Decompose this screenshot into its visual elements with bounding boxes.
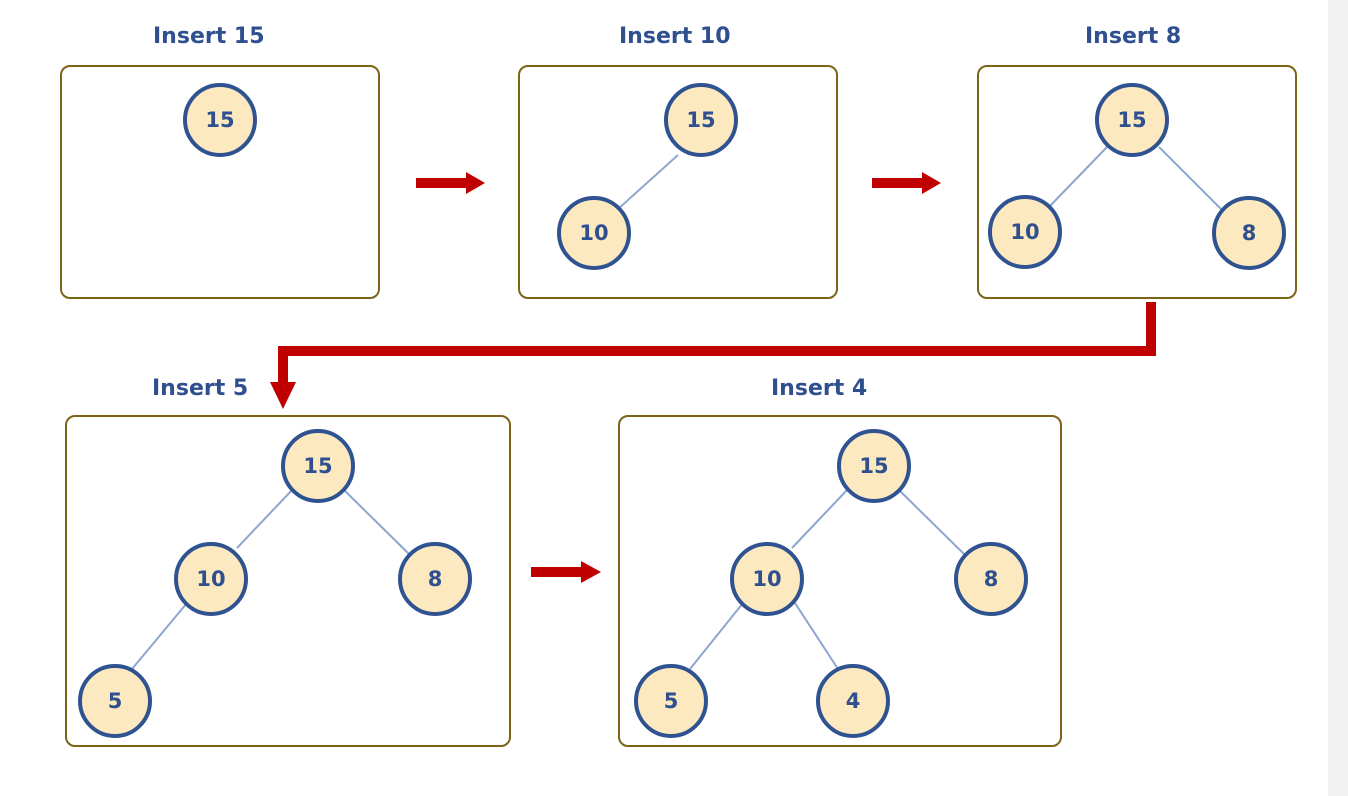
tree-edge — [344, 490, 410, 555]
step-title-insert-8: Insert 8 — [1085, 24, 1182, 49]
svg-text:15: 15 — [686, 108, 715, 132]
tree-node-8: 8 — [1212, 196, 1286, 270]
step-title-insert-4: Insert 4 — [771, 376, 868, 401]
tree-node-15: 15 — [837, 429, 911, 503]
tree-edge — [1158, 146, 1222, 210]
tree-node-10: 10 — [557, 196, 631, 270]
scrollbar-track — [1328, 0, 1348, 796]
step-title-insert-10: Insert 10 — [619, 24, 731, 49]
tree-node-5: 5 — [634, 664, 708, 738]
svg-text:15: 15 — [205, 108, 234, 132]
tree-panel-step-5: 15 10 8 5 4 — [618, 415, 1062, 747]
step-title-insert-5: Insert 5 — [152, 376, 249, 401]
heap-tree-step-3: 15 10 8 — [988, 83, 1286, 270]
heap-tree-step-5: 15 10 8 5 4 — [634, 429, 1028, 738]
tree-edge — [1048, 146, 1108, 208]
arrow-right-icon — [416, 172, 485, 194]
svg-text:10: 10 — [1010, 220, 1039, 244]
svg-text:4: 4 — [846, 689, 861, 713]
tree-panel-step-4: 15 10 8 5 — [65, 415, 511, 747]
tree-panel-step-1: 15 — [60, 65, 380, 299]
svg-text:8: 8 — [428, 567, 443, 591]
heap-tree-step-1: 15 — [183, 83, 257, 157]
tree-edge — [236, 488, 294, 549]
svg-text:15: 15 — [1117, 108, 1146, 132]
tree-panel-step-3: 15 10 8 — [977, 65, 1297, 299]
svg-text:5: 5 — [108, 689, 123, 713]
tree-panel-step-2: 15 10 — [518, 65, 838, 299]
svg-text:8: 8 — [984, 567, 999, 591]
arrow-right-icon — [872, 172, 941, 194]
tree-node-5: 5 — [78, 664, 152, 738]
svg-text:15: 15 — [859, 454, 888, 478]
svg-text:15: 15 — [303, 454, 332, 478]
tree-edge — [899, 490, 965, 555]
heap-tree-step-4: 15 10 8 5 — [78, 429, 472, 738]
tree-node-10: 10 — [730, 542, 804, 616]
tree-node-15: 15 — [183, 83, 257, 157]
heap-tree-step-2: 15 10 — [557, 83, 738, 270]
tree-edge — [791, 488, 849, 549]
svg-text:8: 8 — [1242, 221, 1257, 245]
svg-text:10: 10 — [579, 221, 608, 245]
tree-edge — [617, 154, 679, 210]
tree-node-15: 15 — [664, 83, 738, 157]
svg-text:10: 10 — [752, 567, 781, 591]
tree-node-8: 8 — [398, 542, 472, 616]
step-title-insert-15: Insert 15 — [153, 24, 265, 49]
arrow-down-left-icon — [270, 302, 1156, 409]
tree-edge — [794, 602, 839, 670]
tree-node-15: 15 — [281, 429, 355, 503]
arrow-right-icon — [531, 561, 601, 583]
tree-node-15: 15 — [1095, 83, 1169, 157]
tree-node-4: 4 — [816, 664, 890, 738]
tree-edge — [131, 602, 188, 670]
tree-node-10: 10 — [988, 195, 1062, 269]
svg-text:5: 5 — [664, 689, 679, 713]
tree-node-10: 10 — [174, 542, 248, 616]
svg-text:10: 10 — [196, 567, 225, 591]
tree-node-8: 8 — [954, 542, 1028, 616]
tree-edge — [689, 602, 744, 670]
